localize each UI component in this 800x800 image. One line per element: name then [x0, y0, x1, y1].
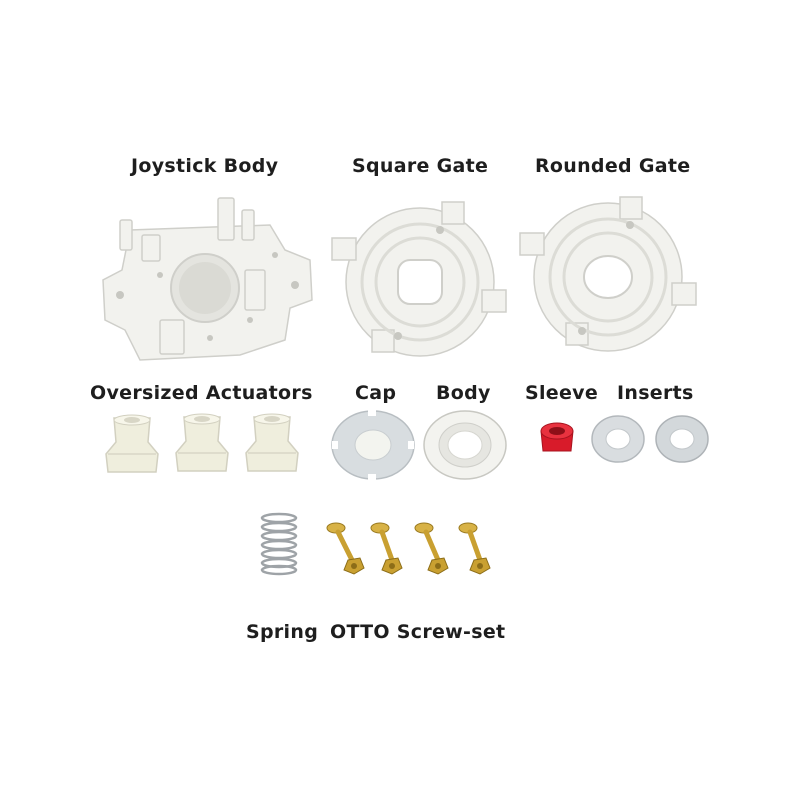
square-gate-label: Square Gate [352, 155, 489, 177]
body-label: Body [436, 382, 491, 404]
body-ring-image [422, 408, 508, 482]
spring-image [258, 512, 300, 576]
rounded-gate-image [518, 195, 698, 360]
oversized-actuators-label: Oversized Actuators [90, 382, 313, 404]
inserts-label: Inserts [617, 382, 694, 404]
insert-2-image [655, 414, 709, 464]
screw-4-image [458, 520, 498, 576]
joystick-body-image [100, 190, 320, 365]
actuator-3-image [244, 413, 300, 475]
screw-set-label: OTTO Screw-set [330, 621, 506, 643]
spring-label: Spring [246, 621, 319, 643]
cap-image [330, 408, 416, 482]
actuator-2-image [174, 413, 230, 475]
joystick-body-label: Joystick Body [131, 155, 279, 177]
actuator-1-image [104, 414, 160, 476]
insert-1-image [591, 414, 645, 464]
screw-3-image [414, 520, 454, 576]
screw-1-image [326, 520, 366, 576]
rounded-gate-label: Rounded Gate [535, 155, 691, 177]
sleeve-label: Sleeve [525, 382, 599, 404]
screw-2-image [370, 520, 410, 576]
sleeve-image [537, 419, 577, 459]
square-gate-image [330, 198, 510, 363]
cap-label: Cap [355, 382, 397, 404]
